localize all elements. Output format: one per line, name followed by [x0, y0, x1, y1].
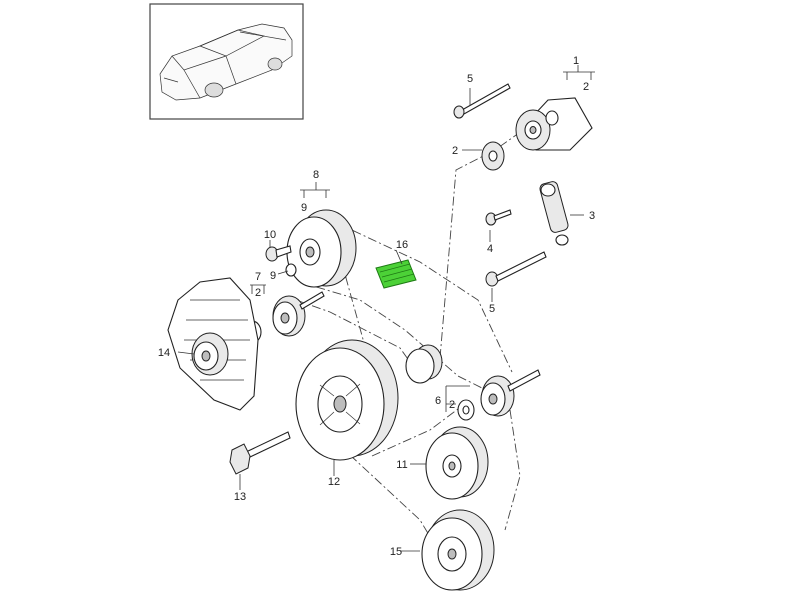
bolt-lower — [485, 251, 547, 287]
leader-lines — [177, 65, 595, 552]
crankshaft-pulley — [295, 339, 399, 461]
belt-tensioner — [515, 97, 593, 151]
callout-12: 12 — [328, 476, 340, 488]
drive-belt-highlight — [375, 259, 417, 289]
callouts: 1 2 2 2 2 3 4 5 5 6 7 8 9 9 10 11 12 13 … — [158, 55, 595, 558]
bolt-small — [485, 209, 512, 226]
callout-11: 11 — [396, 459, 407, 471]
callout-4: 4 — [487, 243, 493, 255]
steering-pump-pulley — [425, 426, 489, 500]
callout-13: 13 — [234, 491, 246, 503]
washer-upper — [481, 141, 505, 171]
car-icon — [159, 23, 293, 101]
upper-pulley — [286, 209, 357, 288]
callout-9-pulley: 9 — [301, 202, 307, 214]
idler-roller — [405, 344, 443, 384]
callout-3: 3 — [589, 210, 595, 222]
callout-2-tensioner: 2 — [583, 81, 589, 93]
idler-pulley-left — [242, 291, 325, 344]
callout-2-idler-right: 2 — [449, 399, 455, 411]
idler-pulley-right — [457, 369, 541, 421]
tensioner-damper — [539, 181, 569, 246]
callout-6: 6 — [435, 395, 441, 407]
callout-16: 16 — [396, 239, 408, 251]
callout-14: 14 — [158, 347, 170, 359]
ac-compressor-pulley — [421, 509, 495, 591]
vehicle-thumbnail — [149, 3, 304, 120]
callout-10: 10 — [264, 229, 276, 241]
crankshaft-bolt — [229, 431, 291, 475]
callout-9-washer: 9 — [270, 270, 276, 282]
callout-5-lower: 5 — [489, 303, 495, 315]
bolt-pulley — [265, 245, 297, 277]
callout-7: 7 — [255, 271, 261, 283]
alternator — [167, 277, 259, 411]
bolt-upper — [453, 83, 511, 119]
callout-8: 8 — [313, 169, 319, 181]
callout-1: 1 — [573, 55, 579, 67]
callout-15: 15 — [390, 546, 402, 558]
callout-2-idler-left: 2 — [255, 287, 261, 299]
callout-5-upper: 5 — [467, 73, 473, 85]
callout-2-washer-upper: 2 — [452, 145, 458, 157]
